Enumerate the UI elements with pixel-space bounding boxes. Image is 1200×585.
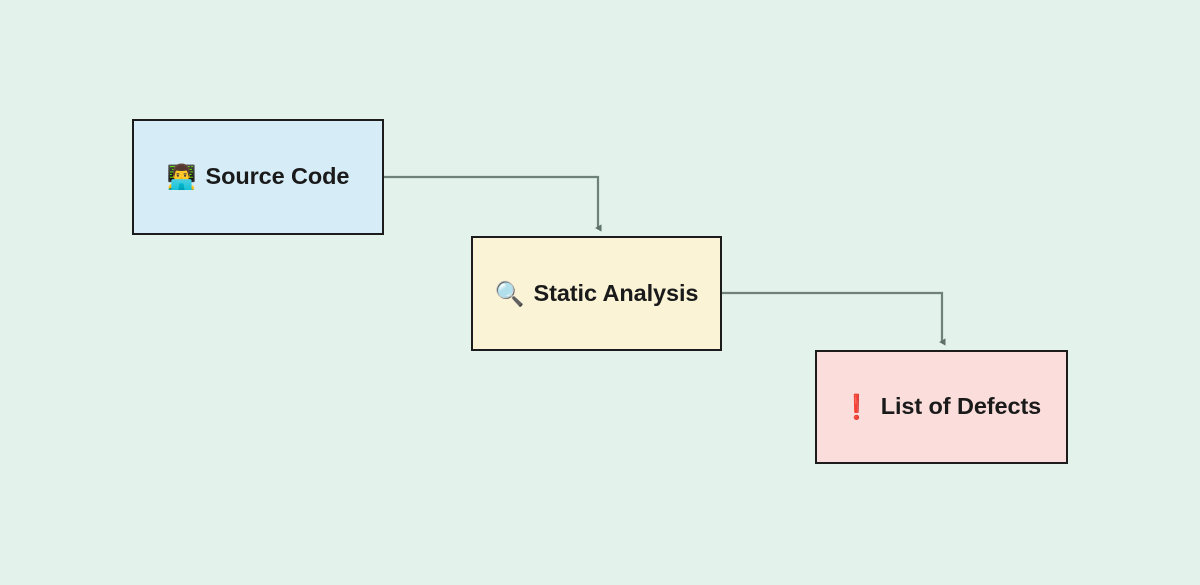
node-static-analysis[interactable]: 🔍 Static Analysis — [471, 236, 722, 351]
edge-static-analysis-to-list-of-defects — [722, 291, 946, 346]
node-list-of-defects-content: ❗ List of Defects — [828, 393, 1055, 421]
node-static-analysis-content: 🔍 Static Analysis — [481, 279, 713, 308]
node-list-of-defects-label: List of Defects — [880, 393, 1042, 420]
exclamation-mark-icon: ❗ — [841, 393, 872, 421]
node-source-code-label: Source Code — [205, 163, 350, 190]
edge-source-code-to-static-analysis — [384, 175, 602, 232]
node-list-of-defects[interactable]: ❗ List of Defects — [815, 350, 1068, 464]
node-source-code[interactable]: 👨‍💻 Source Code — [132, 119, 384, 235]
magnifying-glass-icon: 🔍 — [494, 279, 525, 308]
node-source-code-content: 👨‍💻 Source Code — [153, 163, 364, 191]
node-static-analysis-label: Static Analysis — [533, 279, 699, 306]
technologist-icon: 👨‍💻 — [166, 163, 197, 191]
